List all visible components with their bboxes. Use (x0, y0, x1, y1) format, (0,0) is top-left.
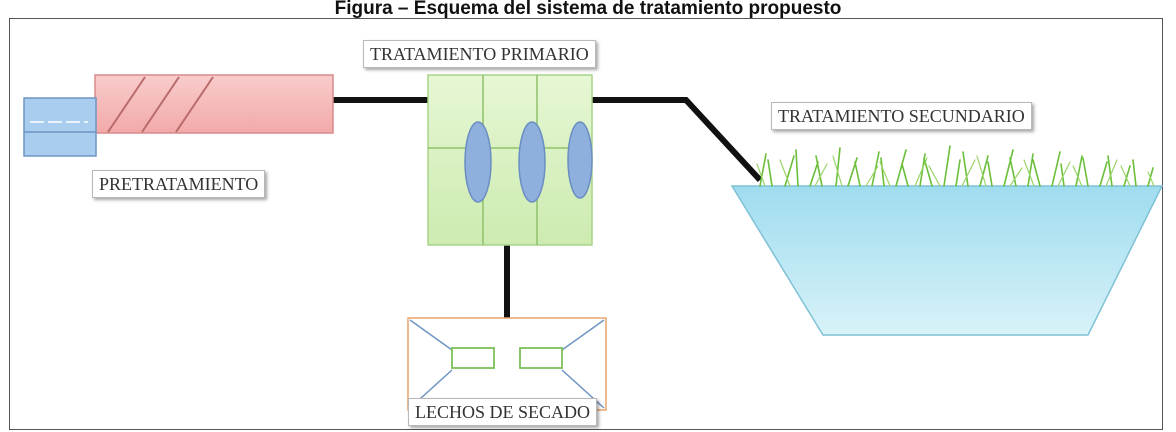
grass (759, 145, 1154, 187)
figure-caption: Figura – Esquema del sistema de tratamie… (334, 0, 842, 19)
primary-ellipse-2 (518, 121, 546, 203)
pretreatment-unit (23, 74, 334, 157)
label-primary-treatment: TRATAMIENTO PRIMARIO (363, 40, 596, 68)
label-drying-beds: LECHOS DE SECADO (408, 398, 598, 426)
primary-tank (427, 74, 593, 246)
pipes (333, 97, 763, 318)
primary-ellipse-3 (567, 121, 593, 199)
screen-bars (107, 76, 214, 133)
primary-ellipse-1 (464, 121, 492, 203)
drying-bed-right (519, 347, 563, 369)
secondary-basin (730, 145, 1164, 336)
pretreatment-channel (94, 74, 334, 134)
inlet-box (23, 97, 97, 157)
label-secondary-treatment: TRATAMIENTO SECUNDARIO (771, 102, 1032, 130)
label-pretreatment: PRETRATAMIENTO (92, 170, 266, 198)
drying-beds (407, 317, 607, 411)
drying-bed-left (451, 347, 495, 369)
pipe-primary-to-secondary (592, 97, 763, 183)
